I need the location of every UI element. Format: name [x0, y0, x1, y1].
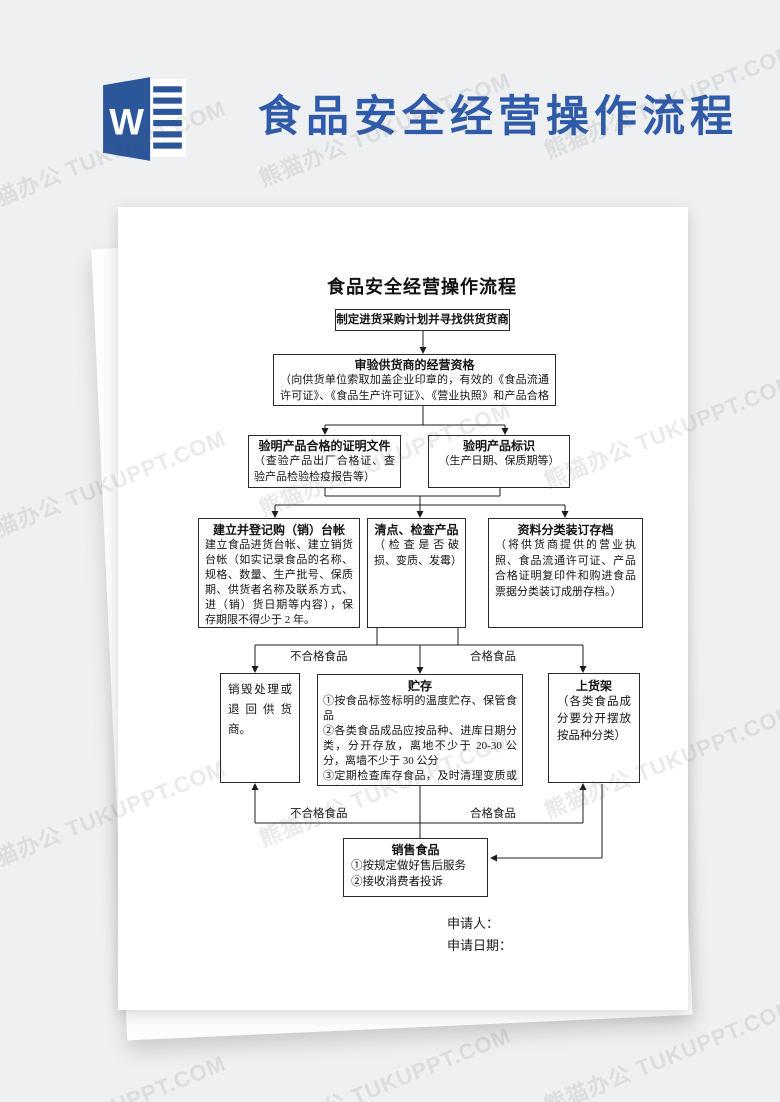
- flow-box-storage-line1: ①按食品标签标明的温度贮存、保管食品: [323, 695, 517, 722]
- applicant-line: 申请人：: [447, 916, 500, 931]
- flowchart-connectors: [251, 331, 603, 862]
- flow-box-plan: 制定进货采购计划并寻找供货货商: [335, 309, 510, 331]
- flow-box-verify-supplier: 审验供货商的经营资格 （向供货单位索取加盖企业印章的，有效的《食品流通许可证》、…: [273, 354, 556, 406]
- flow-label-pass-top: 合格食品: [470, 651, 516, 663]
- flow-box-storage-line2: ②各类食品成品应按品种、进库日期分类，分开存放，离地不少于 20-30 公分，离…: [323, 725, 517, 767]
- flow-box-ledger-title: 建立并登记购（销）台帐: [212, 523, 345, 537]
- flow-box-verify-supplier-title: 审验供货商的经营资格: [354, 358, 475, 372]
- footer-application: 申请人： 申请日期：: [447, 913, 512, 957]
- flow-box-storage-line3: ③定期检查库存食品，及时清理变质或者超过保质期的食品。: [323, 770, 517, 782]
- flow-box-archive-body: （将供货商提供的营业执照、食品流通许可证、产品合格证明复印件和购进食品票据分类装…: [495, 539, 636, 598]
- flow-box-verify-labels: 验明产品标识 （生产日期、保质期等）: [428, 435, 570, 488]
- flow-box-verify-certificates-body: （查验产品出厂合格证、查验产品检验检疫报告等）: [254, 455, 395, 483]
- flow-box-inspect-body: （检查是否破损、变质、发霉）: [374, 539, 462, 567]
- document-page: 食品安全经营操作流程: [118, 207, 688, 1010]
- word-logo-icon: W: [103, 77, 186, 161]
- flow-box-storage-title: 贮存: [407, 679, 432, 693]
- header-banner: W 食品安全经营操作流程: [0, 0, 780, 190]
- flow-box-inspect-title: 清点、检查产品: [374, 523, 459, 537]
- flow-box-archive: 资料分类装订存档 （将供货商提供的营业执照、食品流通许可证、产品合格证明复印件和…: [488, 518, 643, 628]
- banner-title: 食品安全经营操作流程: [258, 93, 738, 141]
- flow-box-ledger: 建立并登记购（销）台帐 建立食品进货台帐、建立销货台帐（如实记录食品的名称、规格…: [198, 518, 360, 628]
- apply-date-line: 申请日期：: [447, 938, 513, 953]
- flow-label-fail-bottom: 不合格食品: [290, 808, 348, 820]
- flow-label-pass-bottom: 合格食品: [470, 808, 516, 820]
- flow-box-sell: 销售食品 ①按规定做好售后服务 ②接收消费者投诉: [343, 838, 488, 897]
- document-title: 食品安全经营操作流程: [327, 277, 517, 297]
- flow-box-ledger-body: 建立食品进货台帐、建立销货台帐（如实记录食品的名称、规格、数量、生产批号、保质期…: [205, 539, 353, 626]
- watermark-text: 熊猫办公 TUKUPPT.COM: [0, 1046, 230, 1102]
- flow-label-fail-top: 不合格食品: [290, 651, 348, 663]
- flow-box-verify-labels-title: 验明产品标识: [462, 439, 535, 453]
- flow-box-sell-line2: ②接收消费者投诉: [351, 876, 443, 888]
- flow-box-verify-certificates: 验明产品合格的证明文件 （查验产品出厂合格证、查验产品检验检疫报告等）: [248, 435, 401, 488]
- flow-box-inspect: 清点、检查产品 （检查是否破损、变质、发霉）: [367, 518, 466, 628]
- flow-box-storage: 贮存 ①按食品标签标明的温度贮存、保管食品 ②各类食品成品应按品种、进库日期分类…: [317, 674, 523, 786]
- flow-box-destroy: 销毁处理或退回供货商。: [220, 673, 300, 783]
- flow-box-sell-line1: ①按规定做好售后服务: [351, 860, 466, 872]
- flow-box-archive-title: 资料分类装订存档: [517, 523, 614, 537]
- flow-box-plan-title: 制定进货采购计划并寻找供货货商: [336, 314, 509, 326]
- flow-box-verify-supplier-body: （向供货单位索取加盖企业印章的，有效的《食品流通许可证》、《食品生产许可证》、《…: [280, 374, 549, 402]
- flow-box-shelf-body: （各类食品成分要分开摆放按品种分类）: [557, 696, 631, 742]
- word-logo-letter: W: [109, 101, 144, 142]
- flow-box-sell-title: 销售食品: [391, 843, 440, 857]
- flow-box-shelf: 上货架 （各类食品成分要分开摆放按品种分类）: [548, 673, 640, 783]
- flow-box-verify-certificates-title: 验明产品合格的证明文件: [258, 439, 391, 453]
- flow-box-shelf-title: 上货架: [575, 679, 612, 693]
- flow-box-verify-labels-body: （生产日期、保质期等）: [438, 455, 560, 467]
- flow-box-destroy-body: 销毁处理或退回供货商。: [228, 684, 292, 736]
